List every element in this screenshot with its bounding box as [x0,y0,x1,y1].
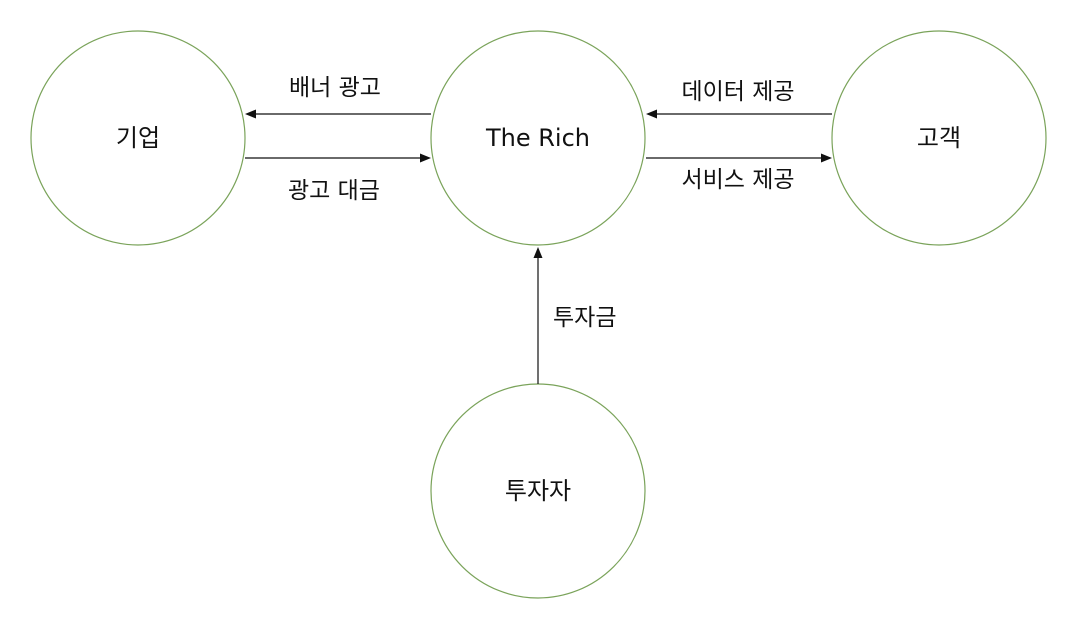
edge-service-provision-label: 서비스 제공 [681,167,794,193]
edge-data-provision-arrowhead [646,109,657,119]
edge-banner-ad: 배너 광고 [245,75,431,119]
node-company-circle [30,30,246,246]
edge-banner-ad-label: 배너 광고 [289,75,381,101]
node-investor: 투자자 [430,383,646,599]
edge-investment-label: 투자금 [553,305,616,331]
edge-ad-payment-label: 광고 대금 [288,178,380,204]
node-investor-label: 투자자 [505,477,571,505]
node-company: 기업 [30,30,246,246]
edge-service-provision: 서비스 제공 [646,153,832,193]
edge-ad-payment-arrowhead [420,153,431,163]
edge-investment-arrowhead [533,247,543,258]
node-the-rich: The Rich [430,30,646,246]
node-customer-circle [831,30,1047,246]
edge-service-provision-arrowhead [821,153,832,163]
node-the-rich-label: The Rich [485,124,590,152]
edge-investment: 투자금 [533,247,616,384]
edge-data-provision-label: 데이터 제공 [681,79,794,105]
edge-data-provision: 데이터 제공 [646,79,832,119]
edge-ad-payment: 광고 대금 [245,153,431,204]
node-company-label: 기업 [116,124,160,152]
node-customer: 고객 [831,30,1047,246]
node-the-rich-circle [430,30,646,246]
node-customer-label: 고객 [917,124,961,152]
edge-banner-ad-arrowhead [245,109,256,119]
